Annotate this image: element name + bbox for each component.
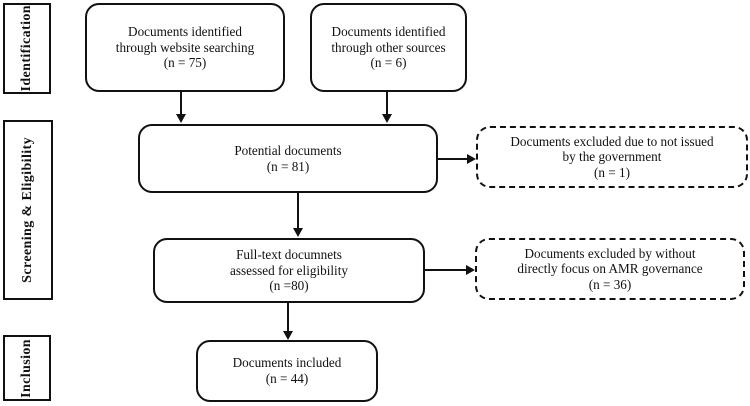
- node-full-text-assessed-line-1: Full-text documnets: [236, 247, 342, 263]
- connector-fulltext-to-excluded-amr: [425, 269, 467, 271]
- node-excluded-not-government: Documents excluded due to not issued by …: [476, 126, 748, 188]
- stage-label-inclusion: Inclusion: [19, 338, 34, 398]
- node-documents-included: Documents included (n = 44): [196, 340, 378, 402]
- stage-label-screening-eligibility: Screening & Eligibility: [20, 137, 35, 283]
- node-excluded-not-amr-focus-count: (n = 36): [588, 276, 632, 292]
- node-website-searching: Documents identified through website sea…: [85, 3, 285, 92]
- node-other-sources-line-1: Documents identified: [331, 24, 446, 40]
- arrowhead-other-to-potential: [382, 114, 392, 123]
- node-documents-included-count: (n = 44): [265, 371, 309, 386]
- node-excluded-not-government-line-1: Documents excluded due to not issued: [510, 133, 714, 149]
- node-potential-documents-count: (n = 81): [266, 158, 310, 174]
- connector-website-to-potential: [180, 92, 182, 116]
- node-website-searching-count: (n = 75): [163, 55, 207, 71]
- node-potential-documents: Potential documents (n = 81): [138, 124, 438, 193]
- node-full-text-assessed-count: (n =80): [269, 278, 309, 294]
- stage-box-screening-eligibility: Screening & Eligibility: [3, 120, 53, 300]
- node-excluded-not-government-count: (n = 1): [593, 164, 630, 180]
- node-potential-documents-line-1: Potential documents: [234, 142, 342, 158]
- stage-box-inclusion: Inclusion: [3, 335, 51, 401]
- node-excluded-not-amr-focus-line-2: directly focus on AMR governance: [517, 261, 703, 277]
- arrowhead-website-to-potential: [176, 114, 186, 123]
- stage-box-identification: Identification: [3, 3, 51, 94]
- node-excluded-not-amr-focus-line-1: Documents excluded by without: [524, 245, 696, 261]
- arrowhead-potential-to-excluded-government: [467, 154, 476, 164]
- connector-fulltext-to-included: [287, 303, 289, 333]
- node-website-searching-line-1: Documents identified: [128, 24, 242, 40]
- connector-potential-to-excluded-government: [438, 158, 468, 160]
- connector-potential-to-fulltext: [297, 193, 299, 230]
- node-excluded-not-government-line-2: by the government: [562, 149, 662, 165]
- stage-label-identification: Identification: [19, 5, 34, 92]
- connector-other-to-potential: [386, 92, 388, 116]
- arrowhead-fulltext-to-included: [283, 331, 293, 340]
- arrowhead-potential-to-fulltext: [293, 228, 303, 237]
- node-other-sources-line-2: through other sources: [331, 39, 446, 55]
- node-website-searching-line-2: through website searching: [115, 39, 255, 55]
- arrowhead-fulltext-to-excluded-amr: [466, 265, 475, 275]
- node-documents-included-line-1: Documents included: [232, 355, 342, 371]
- node-full-text-assessed-line-2: assessed for eligibility: [230, 262, 348, 278]
- node-full-text-assessed: Full-text documnets assessed for eligibi…: [153, 238, 425, 303]
- node-other-sources-count: (n = 6): [370, 55, 407, 71]
- node-other-sources: Documents identified through other sourc…: [310, 3, 467, 92]
- node-excluded-not-amr-focus: Documents excluded by without directly f…: [475, 238, 745, 300]
